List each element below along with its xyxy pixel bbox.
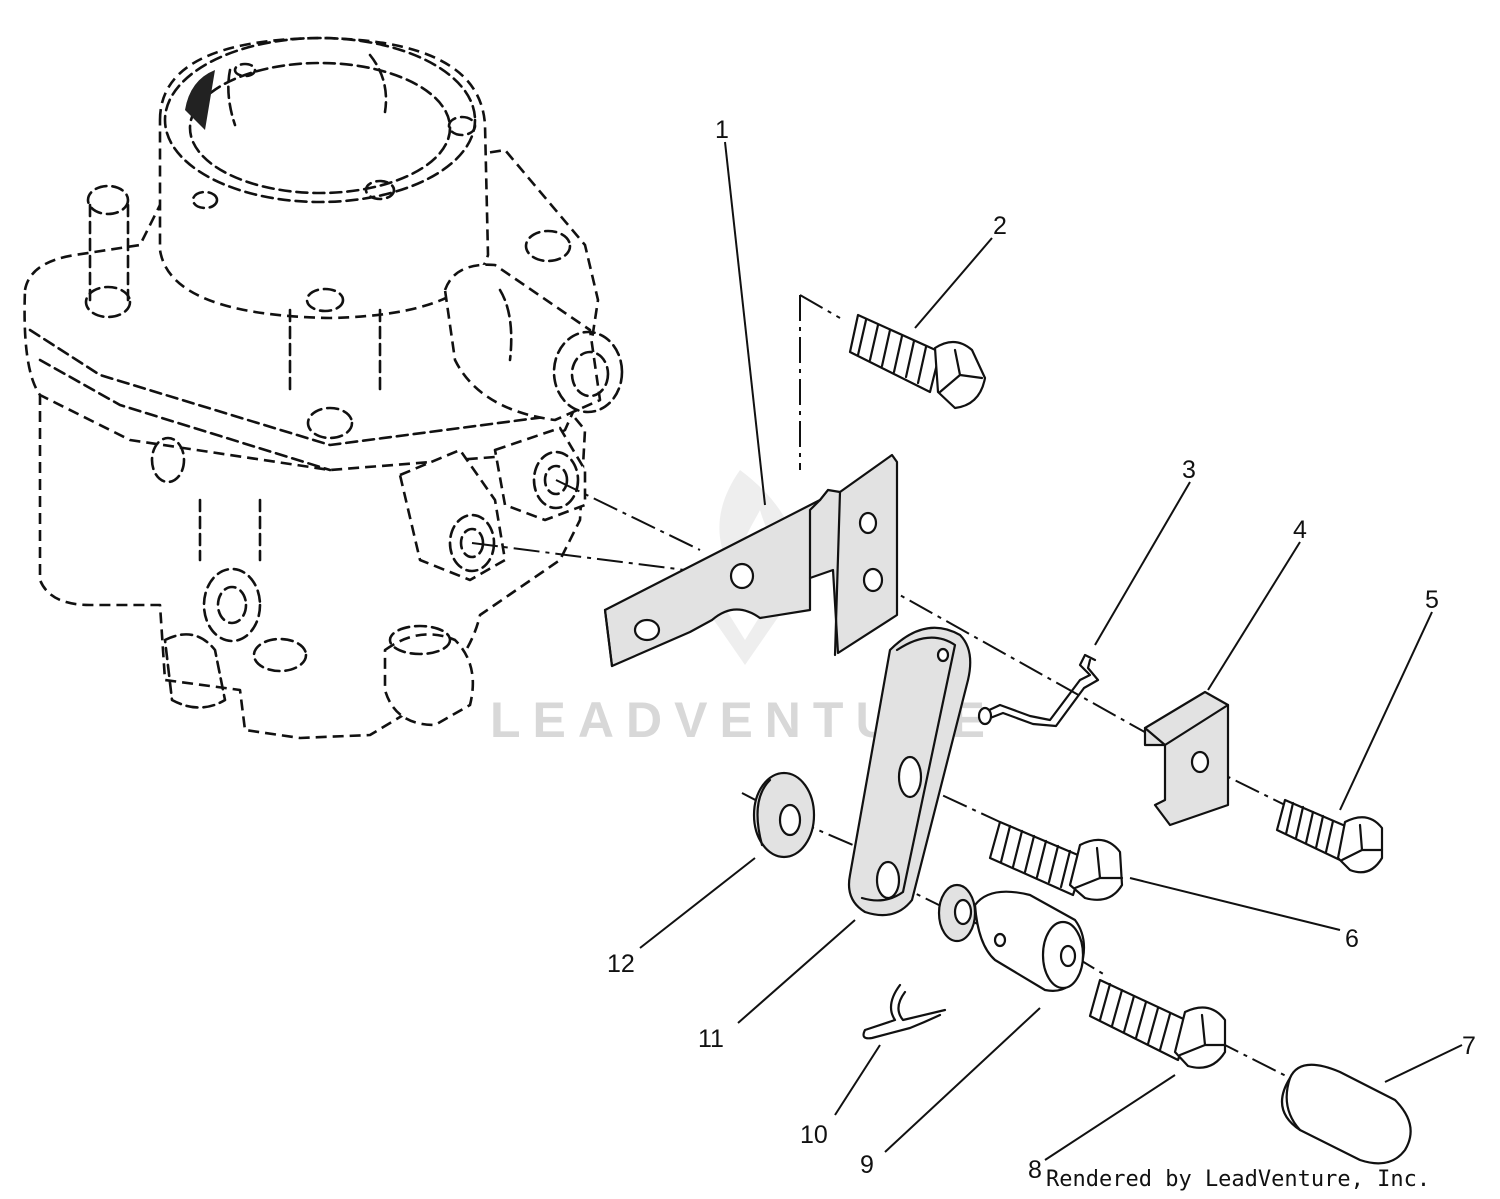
part-1-bracket (603, 453, 899, 668)
part-5-hex-bolt (1275, 798, 1384, 874)
callout-4: 4 (1293, 516, 1307, 544)
callout-1: 1 (715, 116, 729, 144)
callout-labels: 1 2 3 4 5 6 7 8 9 10 11 12 (607, 116, 1476, 1184)
part-9-swivel (937, 883, 1086, 992)
part-11-link-plate (847, 626, 972, 917)
callout-6: 6 (1345, 925, 1359, 953)
part-10-hairpin-clip (862, 983, 947, 1040)
callout-8: 8 (1028, 1156, 1042, 1184)
callout-12: 12 (607, 950, 635, 978)
callout-5: 5 (1425, 586, 1439, 614)
leader-lines (639, 141, 1463, 1161)
carburetor-outline (23, 36, 624, 740)
rendered-by-credit: Rendered by LeadVenture, Inc. (1046, 1167, 1430, 1192)
callout-3: 3 (1182, 456, 1196, 484)
part-7-cap (1280, 1063, 1412, 1165)
callout-2: 2 (993, 212, 1007, 240)
callout-9: 9 (860, 1151, 874, 1179)
callout-11: 11 (698, 1025, 724, 1053)
part-6-hex-bolt (988, 820, 1124, 901)
part-2-hex-bolt (848, 313, 987, 410)
part-8-hex-bolt (1088, 978, 1227, 1069)
part-12-washer (752, 771, 816, 859)
part-3-wire-link (977, 653, 1100, 728)
callout-7: 7 (1462, 1032, 1476, 1060)
callout-10: 10 (800, 1121, 828, 1149)
part-4-clip (1143, 690, 1230, 827)
